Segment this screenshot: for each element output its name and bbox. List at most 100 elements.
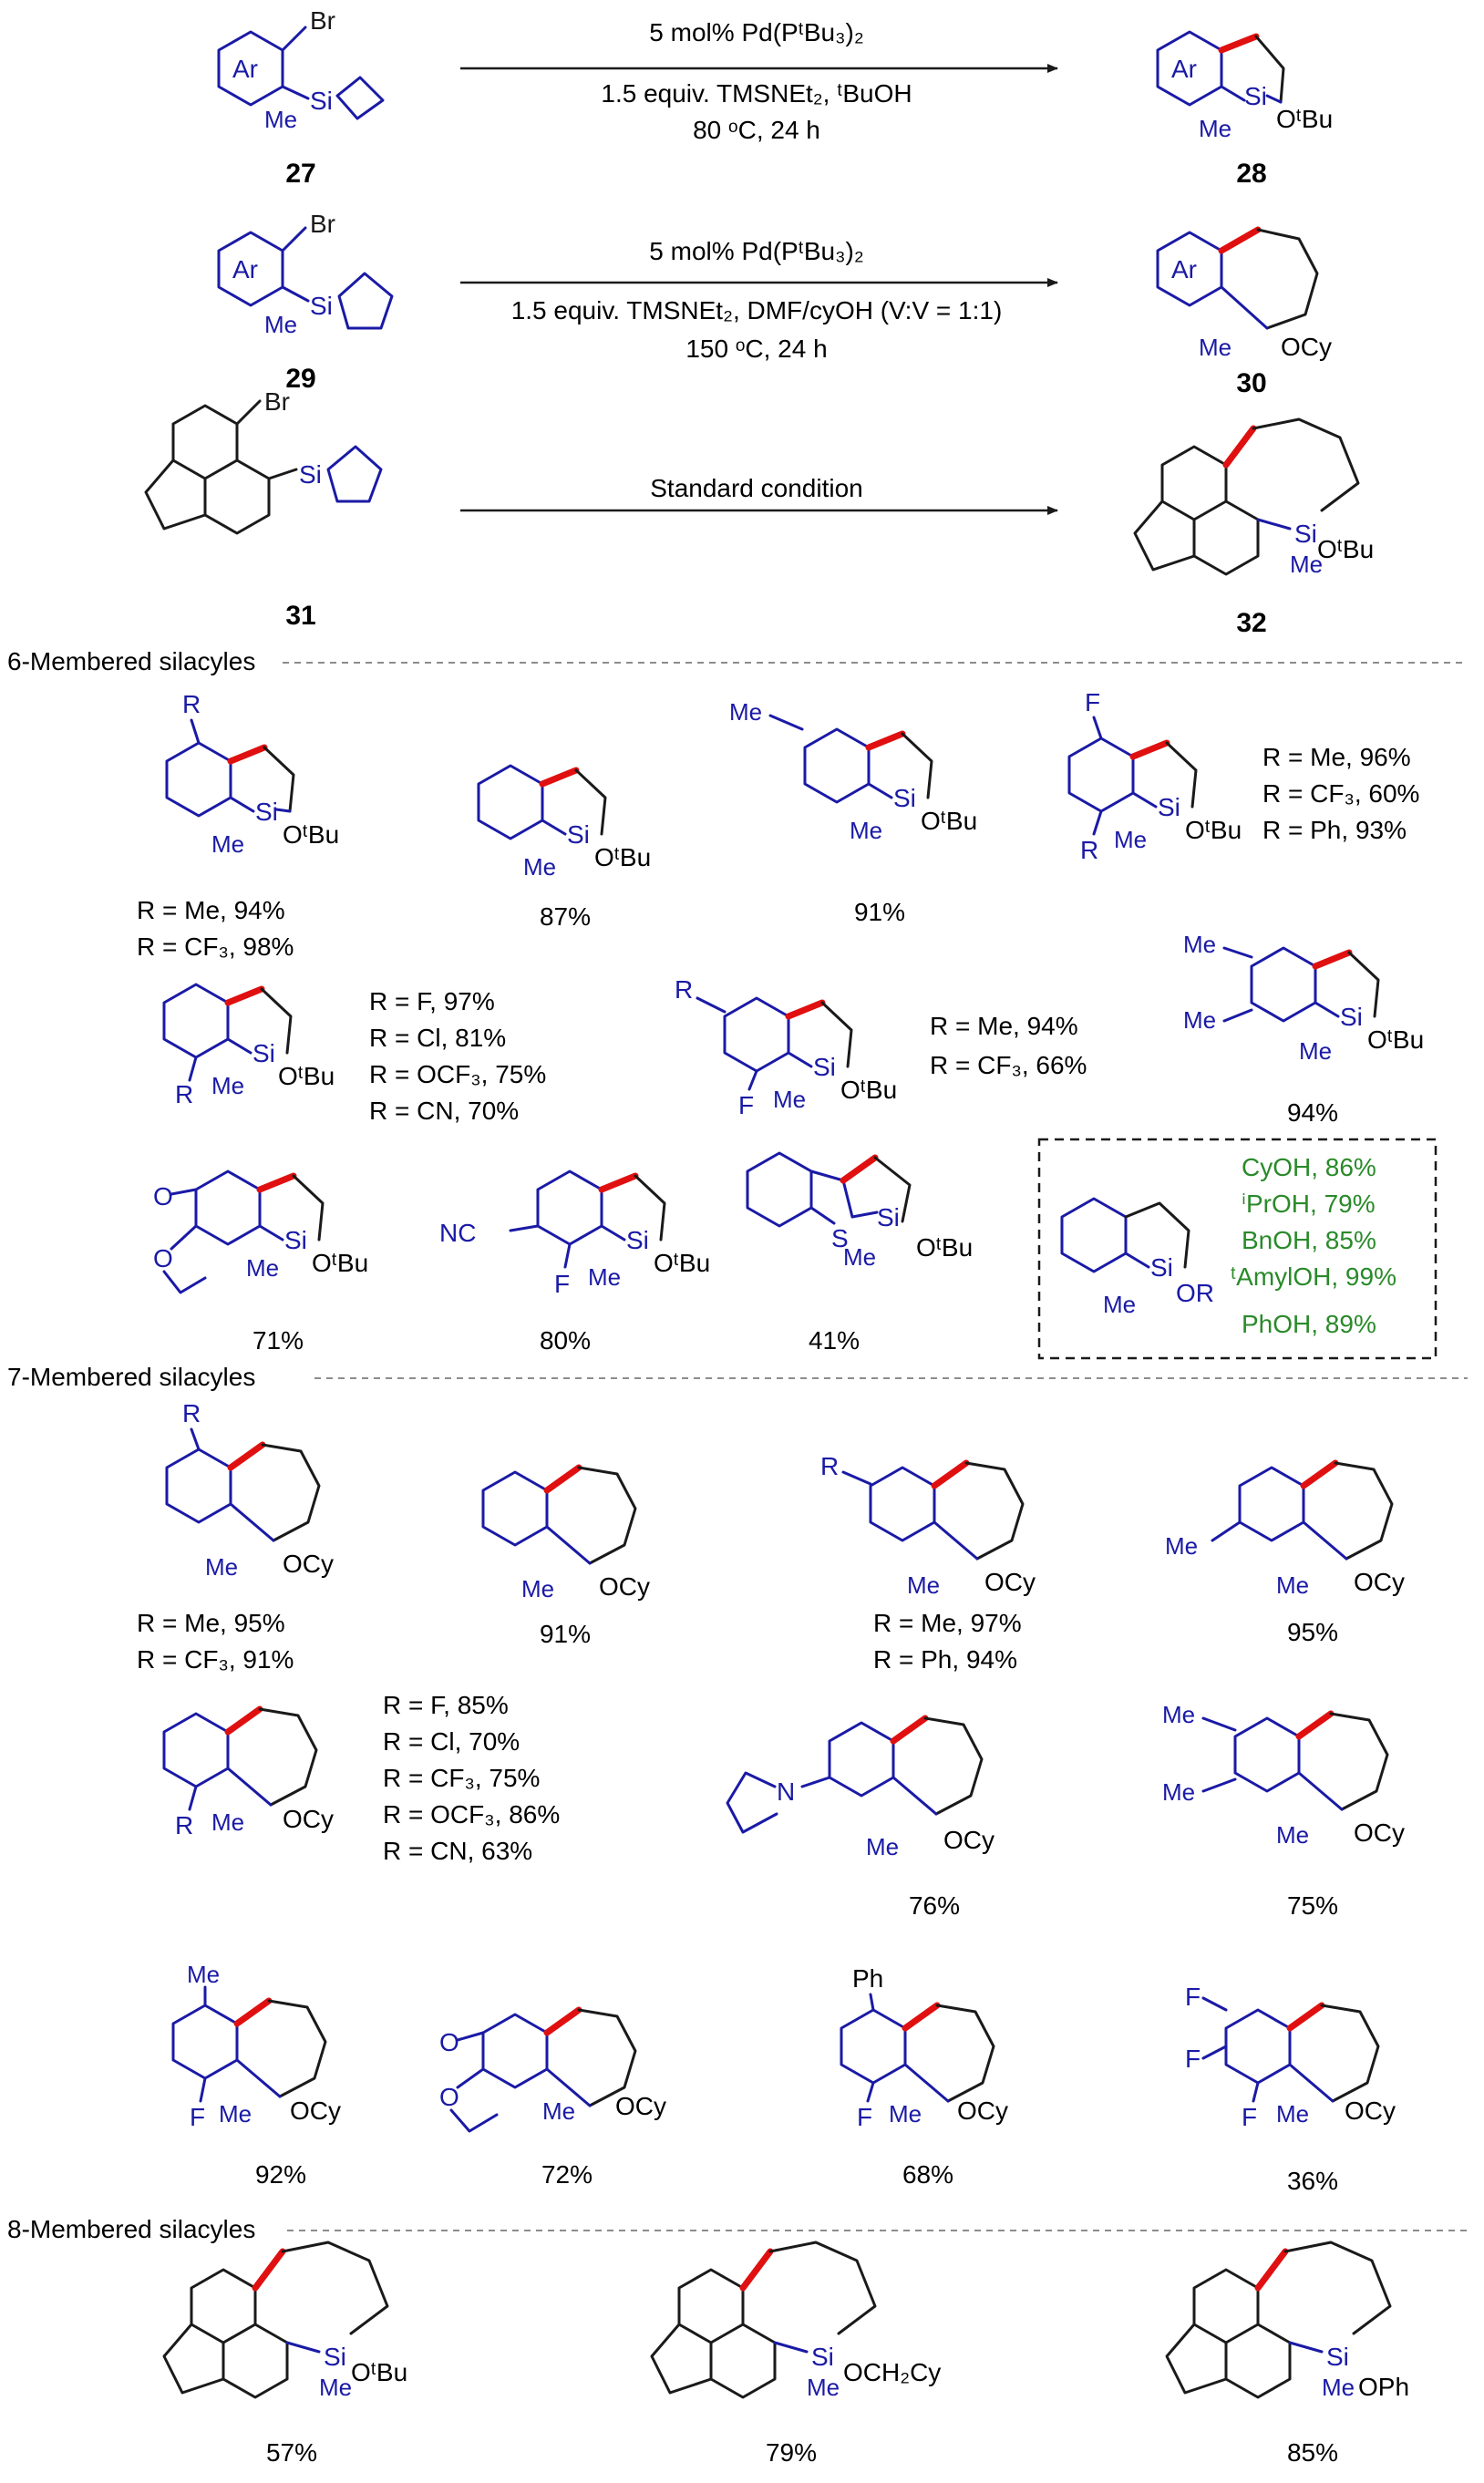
methyl-label: Me xyxy=(211,1072,244,1099)
tert-butoxy-label: OᵗBu xyxy=(278,1062,335,1090)
compound-30: Ar Me OCy 30 xyxy=(1156,226,1332,398)
six-membered-product-e: Si R Me OᵗBu R = F, 97% R = Cl, 81% R = … xyxy=(162,983,546,1125)
yield-line-2: R = CF₃, 91% xyxy=(137,1645,294,1674)
silicon-label: Si xyxy=(1340,1003,1363,1031)
tert-butoxy-label: OᵗBu xyxy=(351,2358,407,2386)
cyclohexyloxy-label: OCy xyxy=(1281,333,1332,361)
compound-27: Br Ar Si Me 27 xyxy=(217,6,385,189)
compound-number-30: 30 xyxy=(1236,368,1266,398)
oxygen-label: O xyxy=(439,2028,459,2056)
methyl-label: Me xyxy=(1183,931,1216,958)
yield-line-1: R = Me, 94% xyxy=(930,1012,1078,1040)
tert-butoxy-label: OᵗBu xyxy=(916,1233,973,1262)
seven-membered-product-d: Me Me OCy 95% xyxy=(1165,1459,1405,1646)
r-label: R xyxy=(182,690,201,718)
tert-butoxy-label: OᵗBu xyxy=(1185,816,1242,844)
six-membered-product-j: S Si Me OᵗBu 41% xyxy=(746,1151,973,1355)
aryl-label: Ar xyxy=(232,55,258,83)
yield-line-1: R = Me, 95% xyxy=(137,1609,285,1637)
aryl-label: Ar xyxy=(232,255,258,283)
six-membered-product-f: R Si F Me OᵗBu R = Me, 94% R = CF₃, 66% xyxy=(675,975,1087,1119)
yield: 76% xyxy=(909,1891,960,1920)
alcohol-yield-3: BnOH, 85% xyxy=(1242,1226,1376,1254)
cyclohexyloxy-label: OCy xyxy=(283,1805,334,1833)
cyclohexyloxy-label: OCy xyxy=(1354,1568,1405,1596)
yield: 95% xyxy=(1287,1618,1338,1646)
conditions-1-line-3: 80 ᵒC, 24 h xyxy=(693,116,820,144)
section-title-eight: 8-Membered silacyles xyxy=(7,2215,255,2243)
methyl-label: Me xyxy=(1299,1037,1332,1065)
bromine-label: Br xyxy=(310,210,335,238)
yield-line-5: R = CN, 63% xyxy=(383,1837,532,1865)
silicon-label: Si xyxy=(567,820,590,849)
cyclohexyloxy-label: OCy xyxy=(283,1550,334,1578)
compound-32: Si Me OᵗBu 32 xyxy=(1133,417,1374,638)
silicon-label: Si xyxy=(324,2343,346,2371)
conditions-2-line-1: 5 mol% Pd(PᵗBu₃)₂ xyxy=(649,237,863,265)
methyl-label: Me xyxy=(219,2100,252,2128)
conditions-3-line-1: Standard condition xyxy=(650,474,863,502)
methyl-label: Me xyxy=(521,1575,554,1602)
bromine-label: Br xyxy=(264,387,290,416)
six-membered-product-a: R Si Me OᵗBu R = Me, 94% R = CF₃, 98% xyxy=(137,690,339,961)
seven-membered-product-i: O O Me OCy 72% xyxy=(439,2006,666,2189)
nitrogen-label: N xyxy=(777,1777,795,1806)
sulfur-label: S xyxy=(831,1224,849,1252)
yield: 57% xyxy=(266,2438,317,2467)
methyl-label: Me xyxy=(1276,2100,1309,2128)
fluorine-label: F xyxy=(1185,2045,1201,2073)
cyclohexyloxy-label: OCy xyxy=(984,1568,1036,1596)
seven-membered-product-c: R Me OCy R = Me, 97% R = Ph, 94% xyxy=(820,1452,1036,1674)
dashed-frame xyxy=(1037,1138,1438,1360)
yield: 79% xyxy=(766,2438,817,2467)
silicon-label: Si xyxy=(1294,520,1317,548)
compound-number-27: 27 xyxy=(285,159,315,189)
tert-butoxy-label: OᵗBu xyxy=(921,807,977,835)
fluorine-label: F xyxy=(1185,1983,1201,2011)
yield-line-1: R = Me, 94% xyxy=(137,896,285,924)
silicon-label: Si xyxy=(1326,2343,1349,2371)
yield: 68% xyxy=(902,2160,953,2189)
yield-line-4: R = OCF₃, 86% xyxy=(383,1800,560,1829)
tert-butoxy-label: OᵗBu xyxy=(594,843,651,871)
alkoxy-label: OR xyxy=(1176,1279,1214,1307)
methyl-label: Me xyxy=(850,817,882,844)
methyl-label: Me xyxy=(1183,1006,1216,1034)
silicon-label: Si xyxy=(284,1226,307,1254)
nitrile-label: NC xyxy=(439,1219,476,1247)
silicon-label: Si xyxy=(310,292,333,320)
methyl-label: Me xyxy=(588,1263,621,1291)
yield-line-2: R = Cl, 70% xyxy=(383,1727,520,1756)
silicon-label: Si xyxy=(310,87,333,115)
methyl-label: Me xyxy=(1290,551,1323,578)
section-title-six: 6-Membered silacyles xyxy=(7,647,255,675)
six-membered-product-c: Me Si Me OᵗBu 91% xyxy=(729,698,977,926)
alcohol-yield-4: ᵗAmylOH, 99% xyxy=(1231,1262,1396,1291)
six-membered-product-g: Me Me Si Me OᵗBu 94% xyxy=(1183,931,1424,1127)
fluorine-label: F xyxy=(1242,2103,1257,2131)
methyl-label: Me xyxy=(843,1243,876,1271)
conditions-1-line-1: 5 mol% Pd(PᵗBu₃)₂ xyxy=(649,18,863,46)
yield: 91% xyxy=(540,1620,591,1648)
r-label: R xyxy=(675,975,693,1004)
methyl-label: Me xyxy=(1199,334,1232,361)
yield-line-3: R = Ph, 93% xyxy=(1262,816,1407,844)
r-label: R xyxy=(175,1080,193,1108)
methyl-label: Me xyxy=(211,830,244,858)
yield: 75% xyxy=(1287,1891,1338,1920)
silicon-label: Si xyxy=(811,2343,834,2371)
fluorine-label: F xyxy=(554,1270,570,1298)
six-membered-product-i: NC F Si Me OᵗBu 80% xyxy=(439,1169,710,1355)
alcohol-yield-5: PhOH, 89% xyxy=(1242,1310,1376,1338)
tert-butoxy-label: OᵗBu xyxy=(1276,105,1333,133)
methyl-label: Me xyxy=(264,106,297,133)
yield-line-1: R = Me, 97% xyxy=(873,1609,1022,1637)
tert-butoxy-label: OᵗBu xyxy=(312,1249,368,1277)
r-label: R xyxy=(175,1811,193,1839)
silicon-label: Si xyxy=(255,798,278,826)
tert-butoxy-label: OᵗBu xyxy=(1367,1025,1424,1054)
methyl-label: Me xyxy=(1276,1571,1309,1599)
yield: 71% xyxy=(252,1326,304,1355)
methyl-label: Me xyxy=(1165,1532,1198,1560)
